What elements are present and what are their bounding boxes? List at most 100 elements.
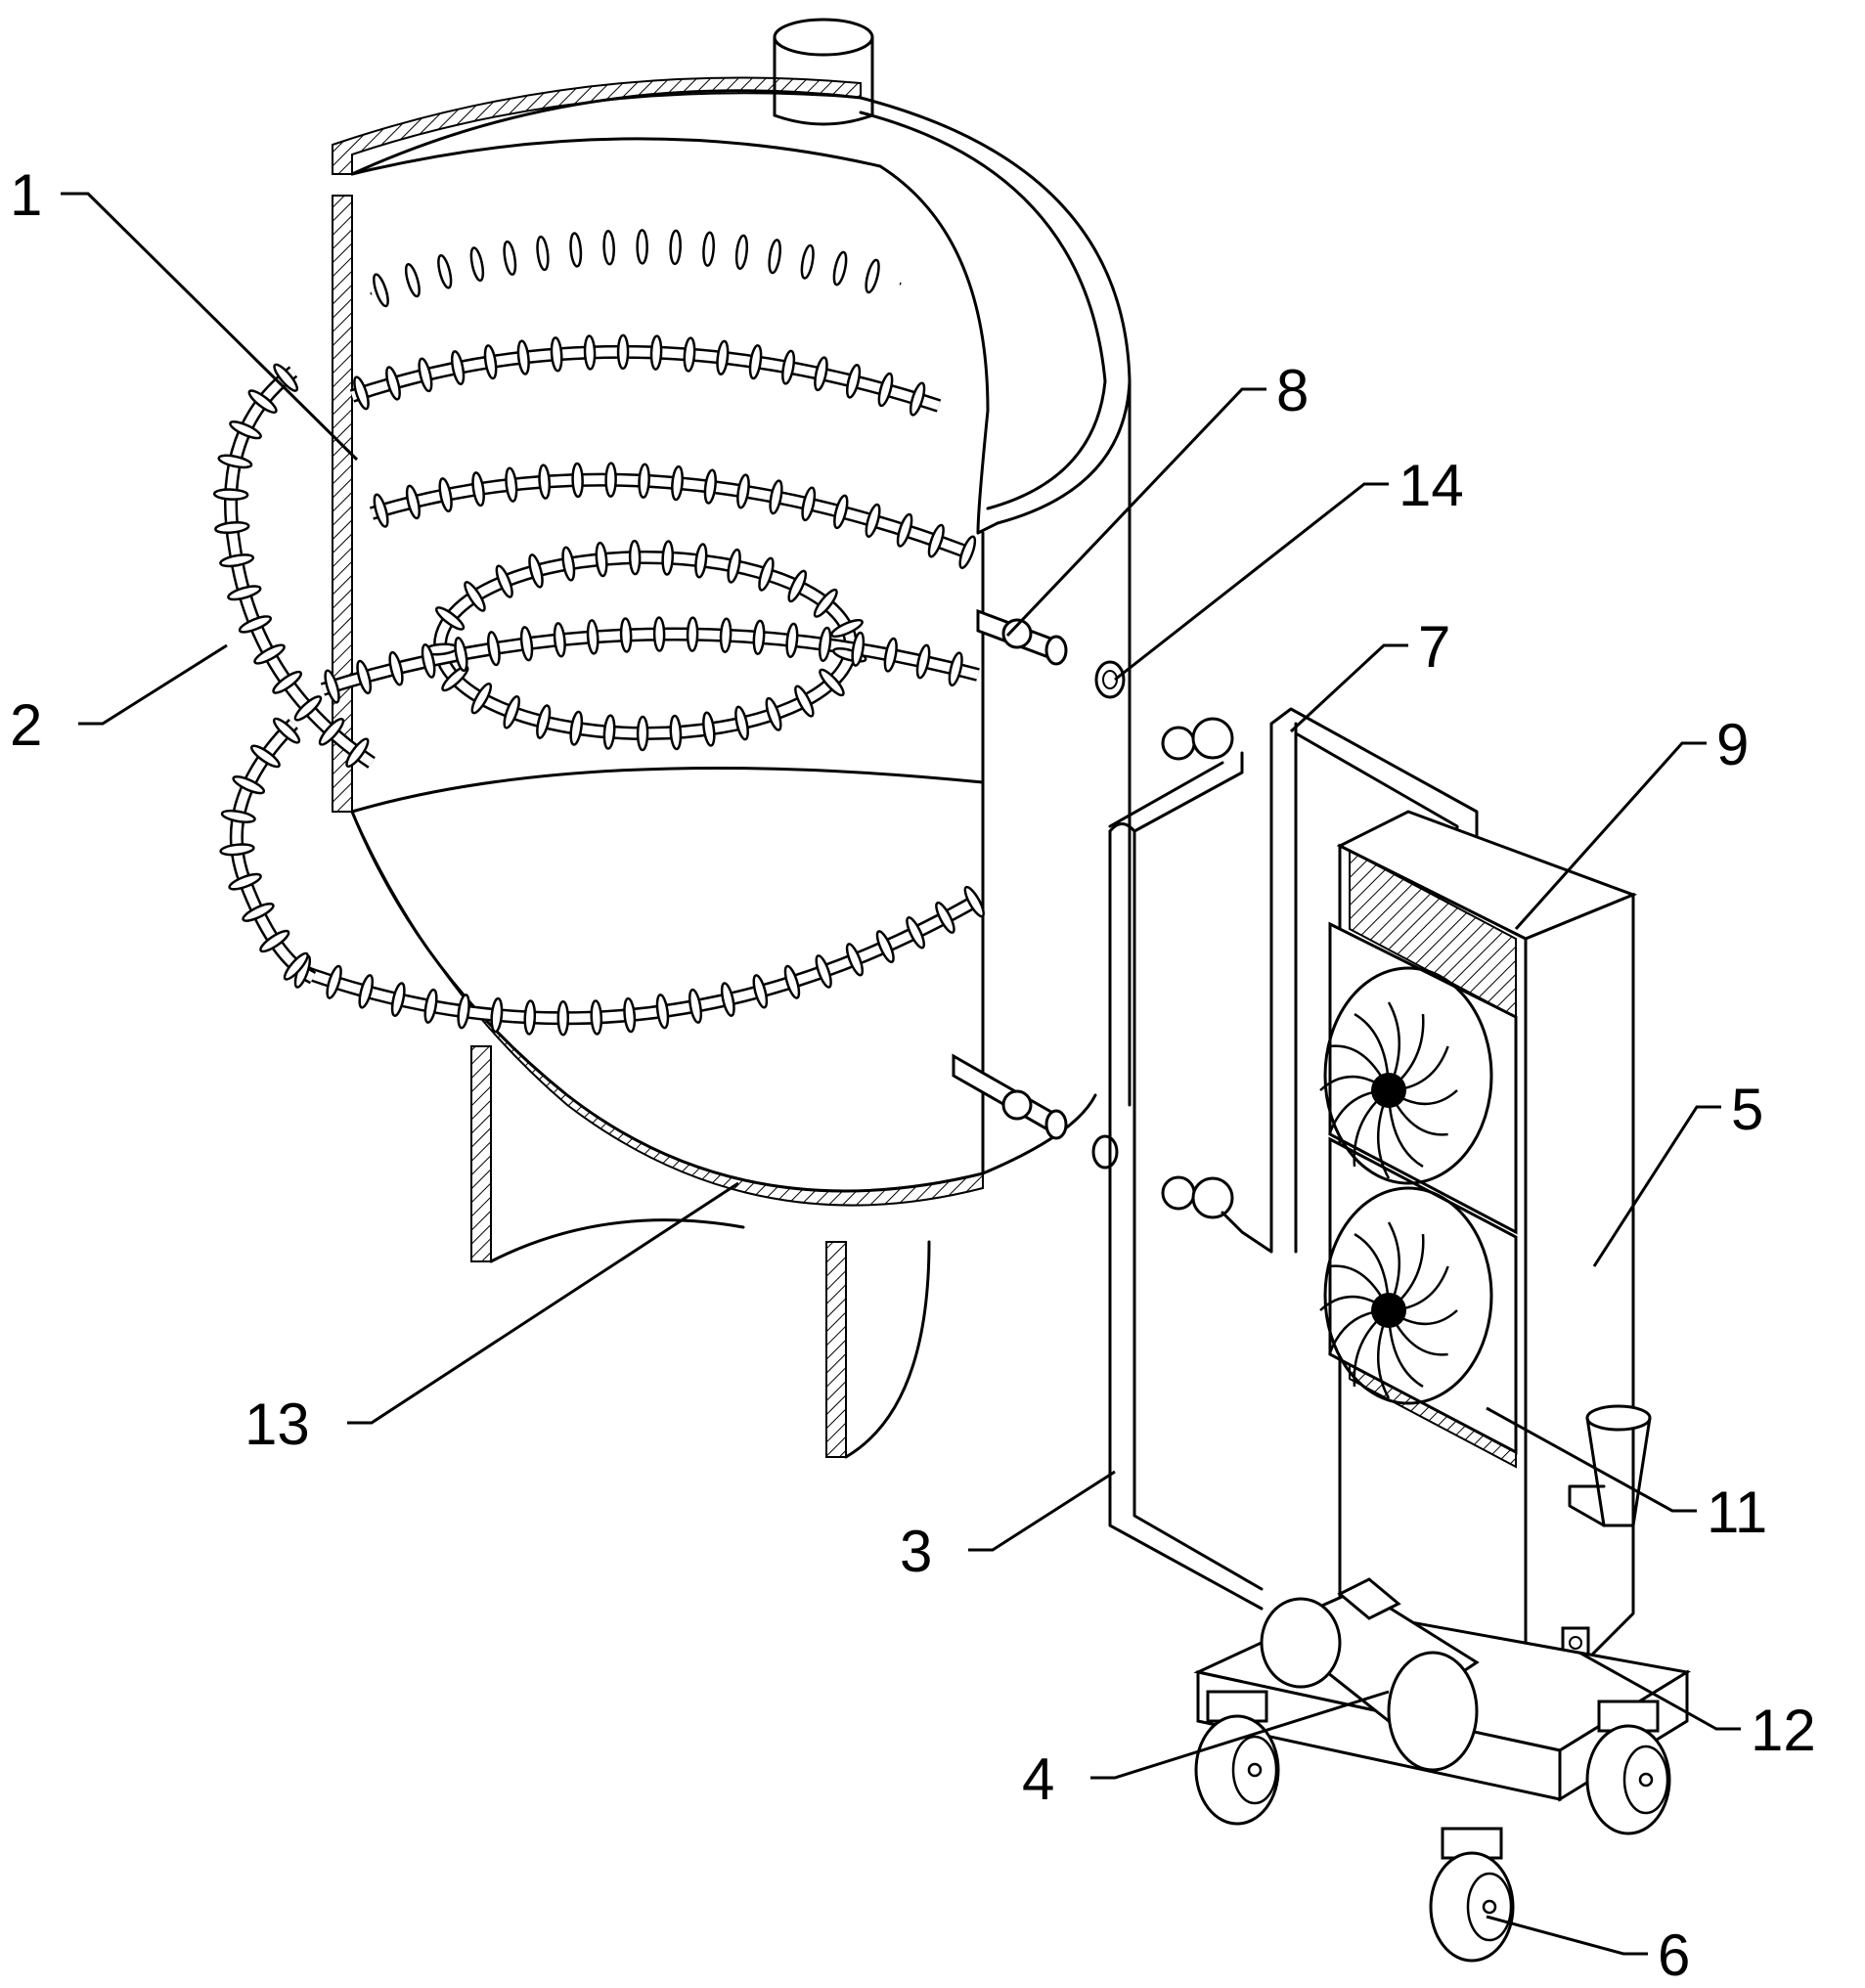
label-12: 12 [1578,1651,1816,1763]
fin [273,363,299,392]
fan-blade [1353,1089,1390,1168]
fin [423,988,438,1024]
tank-shell-inner [350,137,990,535]
fin [421,643,436,679]
fin [232,774,266,795]
label-7: 7 [1289,614,1450,733]
fin [259,929,290,953]
fan-blade [1329,1044,1391,1091]
fan-blade [1388,1265,1449,1312]
fin [801,486,817,522]
fin [915,643,931,680]
fin [483,344,498,380]
tank-legs [470,1045,931,1459]
fin [324,669,340,704]
fin [719,617,733,653]
fin [238,615,273,634]
fin [353,376,370,411]
svg-text:6: 6 [1658,1922,1690,1988]
fin [219,553,255,568]
fin [595,541,608,578]
fin [628,539,642,576]
fin [800,243,815,280]
fan-blade [1387,1309,1448,1356]
fin [896,512,913,548]
label-6: 6 [1486,1915,1690,1988]
caster-wheel [1194,1690,1280,1826]
label-5: 5 [1592,1077,1763,1267]
fin [883,637,898,673]
valve-radiator-lower [1161,1175,1234,1219]
fin [470,682,493,715]
fin [734,705,749,741]
fin [768,239,781,275]
fin [490,996,504,1034]
fin [404,263,421,298]
fin [272,717,301,744]
casters-6 [1194,1690,1671,1963]
fin [851,631,866,667]
label-1: 1 [10,162,359,462]
fan-blade [1387,1001,1401,1091]
fan-blade [1319,1075,1390,1092]
fin [356,659,373,695]
label-3: 3 [900,1470,1116,1584]
fin [495,564,513,598]
fin [636,715,649,752]
fin [736,473,750,509]
label-13: 13 [244,1181,739,1457]
svg-text:12: 12 [1751,1698,1816,1763]
fin [636,229,648,265]
fin [602,229,615,266]
svg-text:7: 7 [1418,614,1450,680]
fin [373,273,389,308]
fin [958,535,977,569]
fan-blade [1387,1089,1424,1169]
valves [952,608,1234,1219]
fin [694,543,708,579]
svg-text:14: 14 [1399,453,1464,518]
fin [553,622,566,658]
fin [249,744,281,769]
label-8: 8 [1005,358,1309,638]
fin [212,488,249,501]
fin [229,420,262,440]
fin [505,466,518,503]
fin [688,988,703,1024]
fin [875,930,895,964]
fin [830,618,864,639]
fin [686,616,699,652]
fin [457,994,470,1030]
fin [523,999,537,1036]
fin [536,704,552,739]
fin [752,974,769,1009]
fin [217,454,253,469]
fin [220,809,256,823]
fin [437,253,453,289]
fin [734,234,749,270]
svg-text:11: 11 [1707,1480,1767,1545]
fin [253,643,286,665]
fin [758,556,775,592]
fin [326,964,342,999]
fin [616,333,630,371]
fin [345,737,370,769]
fin [661,540,675,576]
fin [748,344,763,380]
fin [752,619,766,655]
fin [418,357,433,393]
fin [703,468,717,505]
label-9: 9 [1514,712,1749,931]
fin [516,339,530,376]
svg-text:9: 9 [1716,712,1749,777]
fan-blade [1387,1309,1424,1389]
fin [561,546,576,582]
svg-text:8: 8 [1276,358,1309,423]
fin [877,372,894,408]
fin [814,356,828,392]
valve-upper [976,608,1068,666]
fan-blade [1329,1264,1391,1311]
fin [503,695,521,729]
svg-text:13: 13 [244,1392,310,1457]
